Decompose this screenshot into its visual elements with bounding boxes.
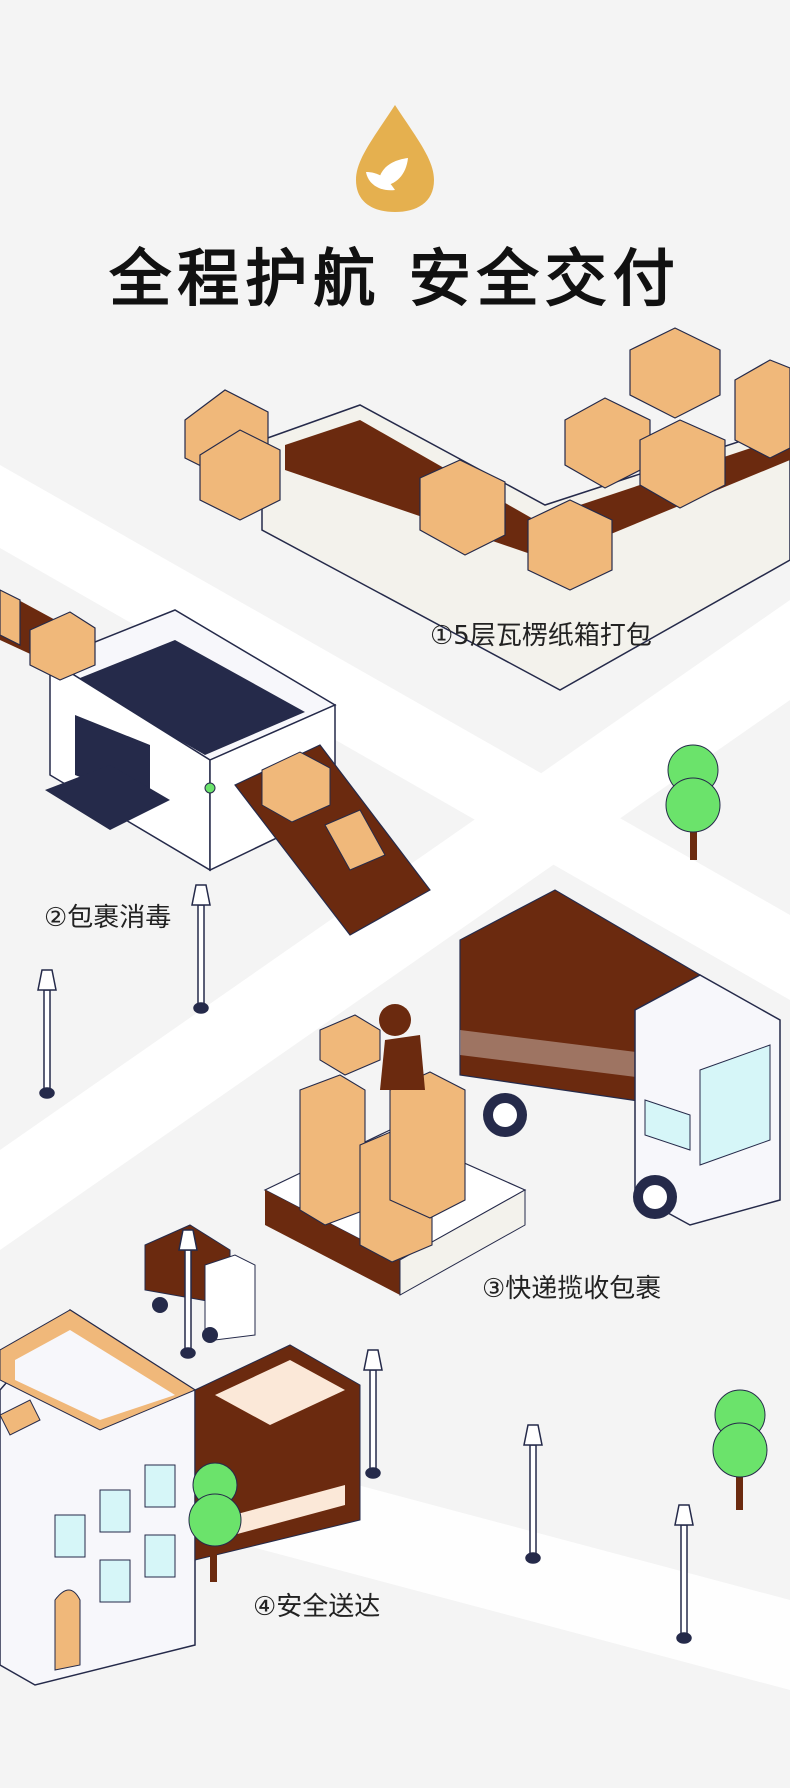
courier-truck-icon <box>263 889 781 1296</box>
lamp-post-icon <box>37 884 694 1644</box>
conveyor-boxes-icon <box>184 327 790 691</box>
page-title: 全程护航 安全交付 <box>109 242 681 315</box>
leaf-drop-icon <box>356 105 434 212</box>
step-label-4: ④安全送达 <box>253 1592 381 1622</box>
building-icon <box>0 1309 361 1686</box>
disinfection-machine-icon <box>0 589 431 936</box>
step-label-3: ③快递揽收包裹 <box>482 1274 662 1304</box>
tree-icon <box>188 744 768 1582</box>
small-truck-icon <box>144 1224 256 1343</box>
step-label-2: ②包裹消毒 <box>44 903 172 933</box>
step-label-1: ①5层瓦楞纸箱打包 <box>430 621 652 651</box>
